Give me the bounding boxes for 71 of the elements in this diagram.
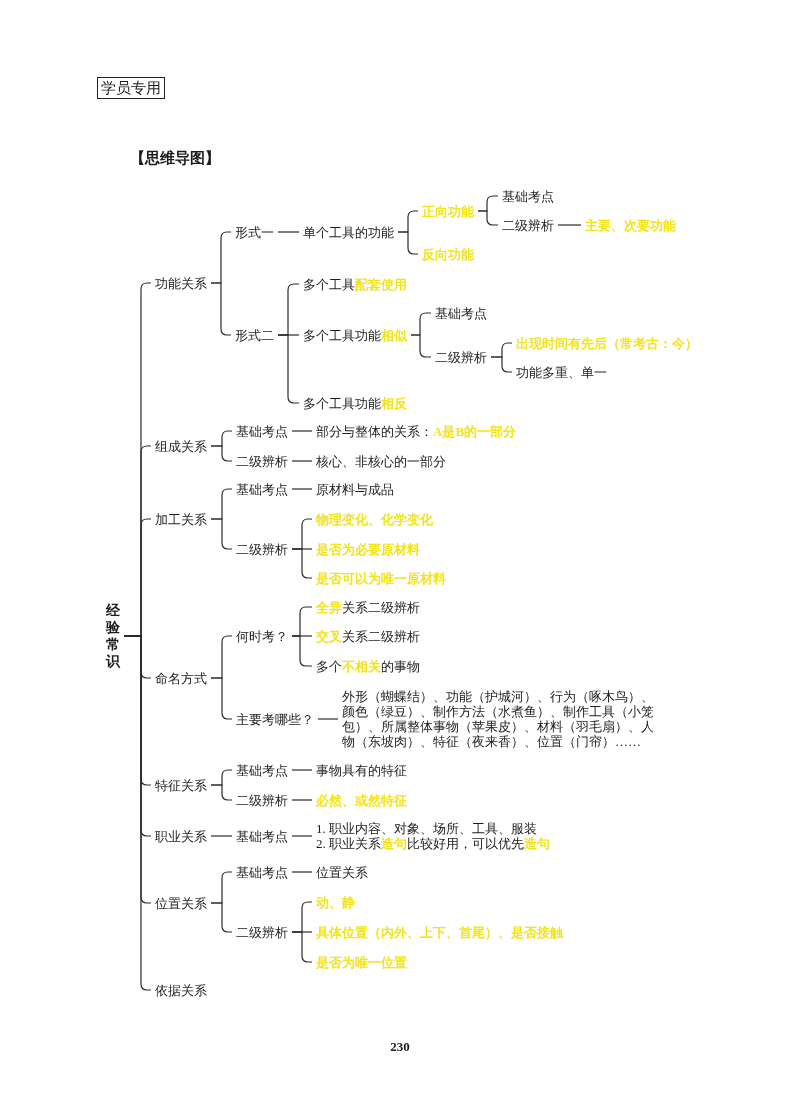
subtopic: 必然、或然特征 [312, 792, 411, 808]
subtopic: 形式一 [231, 224, 278, 240]
subtopic: 基础考点 [232, 481, 292, 497]
connector-line [210, 835, 233, 837]
main-topic: 职业关系 [151, 828, 211, 844]
connector-line [291, 799, 313, 801]
subtopic: 二级辨析 [232, 924, 292, 940]
root-topic: 经验常识 [102, 602, 124, 670]
subtopic: 物理变化、化学变化 [312, 511, 437, 527]
main-topic: 加工关系 [151, 511, 211, 527]
subtopic: 多个工具功能相似 [299, 327, 411, 343]
subtopic: 二级辨析 [232, 792, 292, 808]
subtopic: 位置关系 [312, 864, 372, 880]
bracket-connector [477, 210, 499, 226]
subtopic: 二级辨析 [232, 453, 292, 469]
connector-line [291, 769, 313, 771]
subtopic: 单个工具的功能 [299, 224, 398, 240]
subtopic: 部分与整体的关系：A是B的一部分 [312, 423, 521, 439]
subtopic: 主要、次要功能 [581, 217, 680, 233]
subtopic: 二级辨析 [232, 541, 292, 557]
subtopic: 出现时间有先后（常考古：今） [512, 335, 702, 351]
main-topic: 命名方式 [151, 670, 211, 686]
subtopic: 交叉关系二级辨析 [312, 628, 424, 644]
subtopic: 原材料与成品 [312, 481, 398, 497]
main-topic: 位置关系 [151, 895, 211, 911]
subtopic: 二级辨析 [431, 349, 491, 365]
subtopic: 何时考？ [232, 628, 292, 644]
subtopic: 基础考点 [431, 305, 491, 321]
main-topic: 功能关系 [151, 275, 211, 291]
subtopic: 正向功能 [418, 203, 478, 219]
bracket-connector [210, 445, 233, 462]
subtopic: 是否可以为唯一原材料 [312, 570, 450, 586]
subtopic: 是否为必要原材料 [312, 541, 424, 557]
subtopic: 具体位置（内外、上下、首尾）、是否接触 [312, 924, 567, 940]
connector-line [291, 871, 313, 873]
subtopic: 核心、非核心的一部分 [312, 453, 450, 469]
main-topic: 特征关系 [151, 777, 211, 793]
subtopic: 基础考点 [232, 423, 292, 439]
subtopic: 基础考点 [232, 828, 292, 844]
subtopic: 主要考哪些？ [232, 711, 318, 727]
header-tag: 学员专用 [97, 77, 165, 99]
note-paragraph: 外形（蝴蝶结）、功能（护城河）、行为（啄木鸟）、颜色（绿豆）、制作方法（水煮鱼）、制作工具（小笼包）、所属整体事物（苹果皮）、材料（羽毛扇）、人物（东坡肉）、特征（夜来香）、位置（门帘）…… [338, 689, 662, 749]
subtopic: 基础考点 [232, 864, 292, 880]
bracket-connector [210, 784, 233, 801]
page-number: 230 [390, 1038, 410, 1054]
subtopic: 动、静 [312, 894, 359, 910]
subtopic: 事物具有的特征 [312, 762, 411, 778]
connector-line [291, 835, 313, 837]
numbered-note: 2. 职业关系造句比较好用，可以优先造句 [316, 836, 550, 851]
subtopic: 多个不相关的事物 [312, 658, 424, 674]
connector-line [557, 224, 582, 226]
subtopic: 全异关系二级辨析 [312, 599, 424, 615]
subtopic: 反向功能 [418, 246, 478, 262]
main-topic: 依据关系 [151, 982, 211, 998]
numbered-note: 1. 职业内容、对象、场所、工具、服装 [316, 821, 538, 836]
subtopic: 功能多重、单一 [512, 364, 611, 380]
subtopic: 多个工具功能相反 [299, 395, 411, 411]
connector-line [291, 488, 313, 490]
main-topic: 组成关系 [151, 438, 211, 454]
subtopic: 二级辨析 [498, 217, 558, 233]
section-title: 【思维导图】 [130, 149, 220, 167]
bracket-connector [490, 356, 513, 373]
subtopic: 基础考点 [498, 188, 558, 204]
subtopic: 多个工具配套使用 [299, 276, 411, 292]
connector-line [291, 430, 313, 432]
connector-line [277, 231, 300, 233]
subtopic: 是否为唯一位置 [312, 954, 411, 970]
connector-line [317, 718, 339, 720]
connector-line [291, 460, 313, 462]
subtopic: 形式二 [231, 327, 278, 343]
subtopic: 基础考点 [232, 762, 292, 778]
